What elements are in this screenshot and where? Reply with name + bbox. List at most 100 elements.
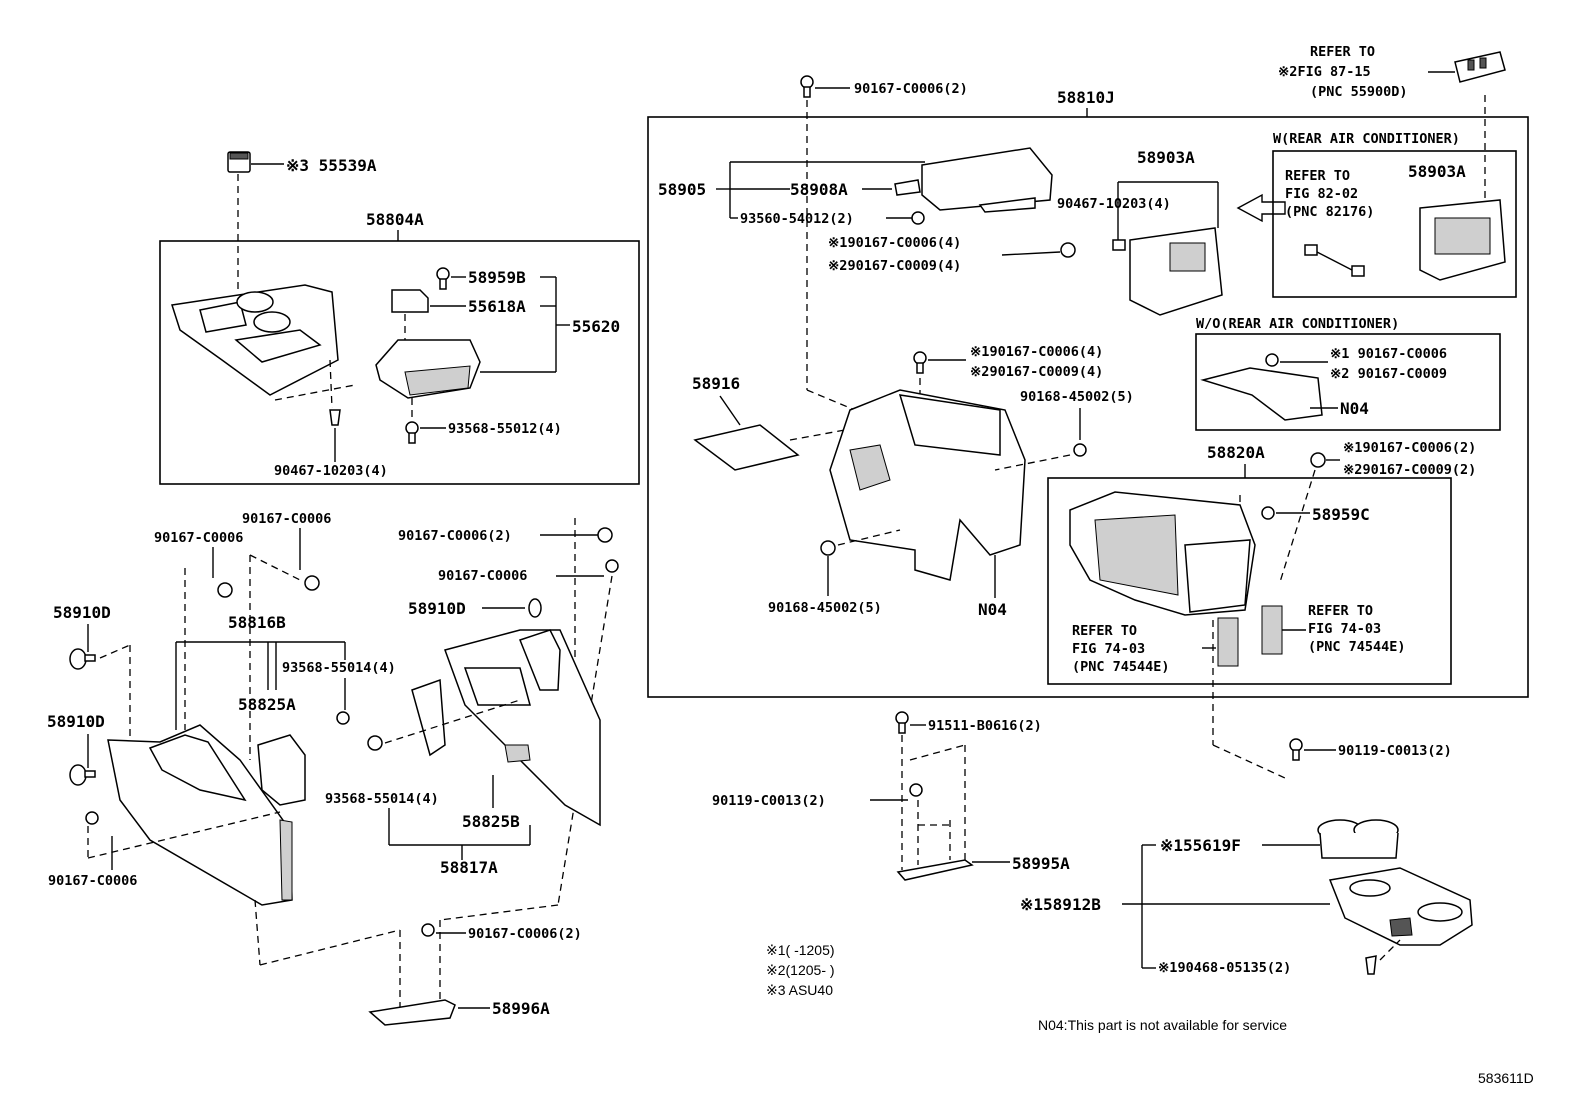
armrest-lid-58905-shape [921, 147, 1053, 213]
clip-90467-shape [329, 409, 341, 426]
switch-55900D-shape [1454, 51, 1506, 83]
pad-74544E-b-shape [1261, 605, 1283, 655]
label-fig-87-15: ※2FIG 87-15 [1278, 64, 1371, 80]
screw-90168-b-shape [820, 540, 836, 556]
bracket-58995A-shape [896, 859, 974, 881]
label-90119-C0013-a: 90119-C0013(2) [712, 793, 826, 809]
label-wo-rear-ac: W/O(REAR AIR CONDITIONER) [1196, 316, 1399, 332]
label-90167-C0006-b: 90167-C0006 [242, 511, 331, 527]
legend-line-2: ※2(1205- ) [766, 962, 835, 978]
clip-58910D-c-shape [528, 598, 542, 618]
label-refer-to-b: REFER TO [1072, 623, 1137, 639]
label-55620: 55620 [572, 317, 620, 336]
label-s1-90167-C0006-2: ※190167-C0006(2) [1343, 440, 1476, 456]
label-90167-C0006-2a: 90167-C0006(2) [398, 528, 512, 544]
label-pnc-82176: (PNC 82176) [1285, 204, 1374, 220]
label-90168-45002-a: 90168-45002(5) [1020, 389, 1134, 405]
label-s1-90167-C0006-4a: ※190167-C0006(4) [828, 235, 961, 251]
label-90467-10203-left: 90467-10203(4) [274, 463, 388, 479]
hinge-58908A-shape [894, 179, 921, 196]
screw-90119-b-shape [1289, 738, 1303, 761]
label-90167-C0006-d: 90167-C0006 [438, 568, 527, 584]
label-55539A: ※3 55539A [286, 156, 377, 175]
screw-90167-b-shape [304, 575, 320, 591]
label-s1-58912B: ※158912B [1020, 895, 1101, 914]
screw-93568-55014-a-shape [336, 711, 350, 725]
label-w-rear-ac: W(REAR AIR CONDITIONER) [1273, 131, 1460, 147]
screw-90167-a-shape [217, 582, 233, 598]
label-s1-90167-C0006-4b: ※190167-C0006(4) [970, 344, 1103, 360]
console-inner-58820A-shape [1069, 491, 1256, 616]
label-58910D-c: 58910D [408, 599, 466, 618]
label-90168-45002-b: 90168-45002(5) [768, 600, 882, 616]
screw-90168-a-shape [1073, 443, 1087, 457]
label-58908A: 58908A [790, 180, 848, 199]
group-box-58804A [159, 240, 640, 485]
label-s2-90167-C0009-c: ※2 90167-C0009 [1330, 366, 1447, 382]
label-58959C: 58959C [1312, 505, 1370, 524]
ashtray-55620-shape [375, 339, 481, 399]
screw-58820A-shape [1310, 452, 1326, 468]
label-58995A: 58995A [1012, 854, 1070, 873]
screw-90167-2b-shape [421, 923, 435, 937]
clip-58910D-b-shape [69, 764, 96, 786]
screw-90167-C0006-bottom-shape [85, 811, 99, 825]
rear-panel-58903A-shape [1112, 227, 1223, 316]
label-58959B: 58959B [468, 268, 526, 287]
label-58825B: 58825B [462, 812, 520, 831]
label-refer-to-a: REFER TO [1285, 168, 1350, 184]
label-58903A-b: 58903A [1408, 162, 1466, 181]
label-s2-90167-C0009-4a: ※290167-C0009(4) [828, 258, 961, 274]
label-N04-a: N04 [978, 600, 1007, 619]
arrow-left-icon [1236, 193, 1286, 223]
label-58910D-a: 58910D [53, 603, 111, 622]
screw-90119-a-shape [909, 783, 923, 797]
label-58804A: 58804A [366, 210, 424, 229]
label-58910D-b: 58910D [47, 712, 105, 731]
bracket-58996A-shape [368, 999, 456, 1026]
screw-90167-2a-shape [597, 527, 613, 543]
screw-top-90167-shape [800, 75, 814, 98]
label-58903A-a: 58903A [1137, 148, 1195, 167]
label-58820A: 58820A [1207, 443, 1265, 462]
label-58816B: 58816B [228, 613, 286, 632]
label-58810J: 58810J [1057, 88, 1115, 107]
label-90467-10203-right: 90467-10203(4) [1057, 196, 1171, 212]
label-refer-to-c: REFER TO [1308, 603, 1373, 619]
label-fig-74-03-b: FIG 74-03 [1308, 621, 1381, 637]
group-box-58810J [647, 116, 1529, 698]
clip-90468-shape [1365, 955, 1377, 975]
side-panel-58817A-shape [411, 629, 601, 827]
bracket-55618A-shape [391, 289, 429, 313]
label-fig-74-03-a: FIG 74-03 [1072, 641, 1145, 657]
label-s2-90167-C0009-4b: ※290167-C0009(4) [970, 364, 1103, 380]
label-90167-C0006-c: 90167-C0006 [48, 873, 137, 889]
label-58905: 58905 [658, 180, 706, 199]
label-58916: 58916 [692, 374, 740, 393]
label-93568-55014-b: 93568-55014(4) [325, 791, 439, 807]
group-box-wo-rear-ac [1195, 333, 1501, 431]
label-fig-82-02: FIG 82-02 [1285, 186, 1358, 202]
screw-wo-shape [1265, 353, 1279, 367]
side-panel-58816B-shape [107, 724, 306, 906]
label-93568-55012: 93568-55012(4) [448, 421, 562, 437]
screw-93560-shape [911, 211, 925, 225]
clip-58910D-a-shape [69, 648, 96, 670]
screw-58959C-shape [1261, 506, 1275, 520]
label-55618A: 55618A [468, 297, 526, 316]
console-box-N04-shape [829, 389, 1026, 581]
label-s1-90468-05135: ※190468-05135(2) [1158, 960, 1291, 976]
console-panel-58804A-shape [171, 284, 339, 396]
figure-code: 583611D [1478, 1070, 1534, 1086]
mat-58916-shape [693, 424, 800, 471]
label-s1-90167-C0006-c: ※1 90167-C0006 [1330, 346, 1447, 362]
label-pnc-74544E-a: (PNC 74544E) [1072, 659, 1170, 675]
label-93560-54012: 93560-54012(2) [740, 211, 854, 227]
legend-line-3: ※3 ASU40 [766, 982, 833, 998]
group-box-58820A [1047, 477, 1452, 685]
label-93568-55014-a: 93568-55014(4) [282, 660, 396, 676]
label-s2-90167-C0009-2: ※290167-C0009(2) [1343, 462, 1476, 478]
label-pnc-55900D: (PNC 55900D) [1310, 84, 1408, 100]
screw-58959B-shape [436, 267, 450, 290]
